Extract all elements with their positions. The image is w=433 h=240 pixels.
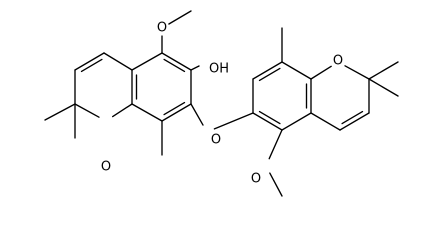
bond-pyran-right — [344, 65, 370, 80]
ether-bond — [213, 112, 254, 130]
bond-pyran-right — [339, 112, 370, 131]
bond-pyran-left — [103, 52, 133, 71]
methyl-bond — [44, 103, 76, 121]
double-bond-aromatic-left — [163, 58, 186, 73]
atom-labels: O OH O O O O — [101, 21, 343, 187]
bond-lines — [44, 10, 399, 197]
double-bond-pyran-left — [80, 58, 103, 73]
double-bond-aromatic-right — [258, 110, 281, 125]
bond-pyran-left — [112, 103, 133, 118]
bond-aromatic-left — [161, 52, 192, 71]
double-bond-aromatic-left — [163, 101, 186, 116]
double-bond-aromatic-right — [258, 67, 281, 82]
methoxy-bond — [268, 129, 283, 160]
ring-oxygen-label-left: O — [101, 160, 111, 175]
bond-pyran-left — [74, 103, 100, 118]
ring-oxygen-label-right: O — [333, 54, 343, 69]
bond-aromatic-right — [281, 61, 312, 80]
bond-aromatic-left — [161, 103, 192, 122]
bridging-oxygen-label: O — [211, 133, 221, 148]
methoxy-oxygen-label-bottom: O — [251, 172, 261, 187]
bond-pyran-right — [310, 112, 341, 131]
hydroxyl-bond — [190, 65, 200, 71]
bond-aromatic-right — [281, 112, 312, 131]
methoxy-bond — [269, 172, 283, 197]
hydroxyl-label: OH — [209, 62, 229, 77]
bond-pyran-right — [310, 65, 332, 80]
methyl-bond — [368, 61, 399, 80]
ether-bond — [190, 103, 204, 126]
bond-aromatic-left — [131, 52, 163, 71]
structure-diagram: O OH O O O O — [44, 10, 399, 197]
bond-aromatic-right — [252, 112, 283, 131]
methoxy-bond — [168, 10, 192, 25]
bond-aromatic-left — [131, 103, 163, 122]
methoxy-oxygen-label-top: O — [157, 21, 167, 36]
bond-pyran-left — [74, 52, 105, 71]
bond-aromatic-right — [252, 61, 283, 80]
double-bond-pyran-right — [341, 110, 364, 125]
methyl-bond — [368, 78, 399, 97]
